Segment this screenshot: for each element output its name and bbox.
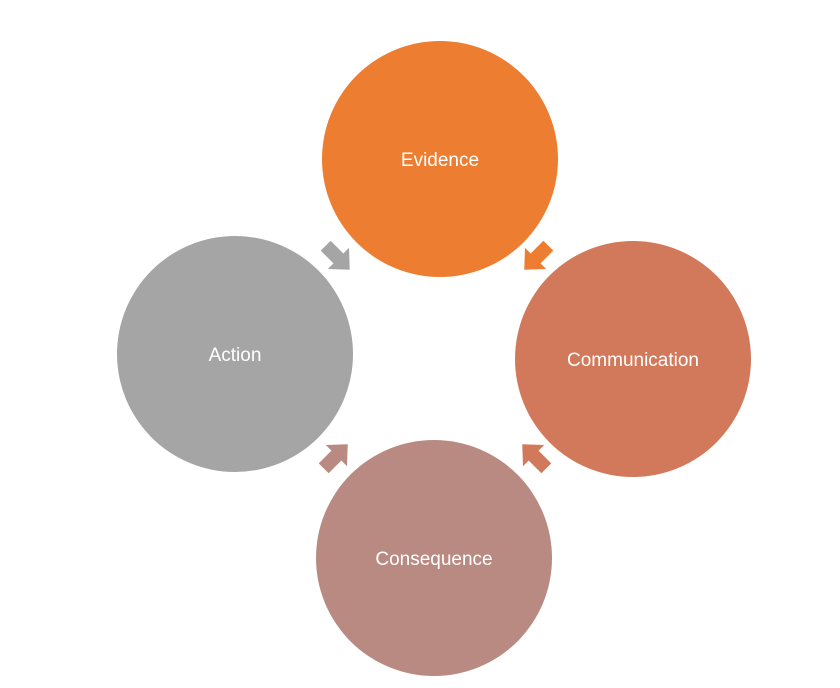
node-communication-label: Communication	[567, 350, 699, 371]
arrow-consequence-to-action	[318, 444, 348, 474]
node-consequence: Consequence	[316, 440, 552, 676]
arrow-action-to-evidence-shape	[320, 240, 350, 270]
arrow-action-to-evidence	[320, 240, 350, 270]
arrow-evidence-to-communication-shape	[524, 240, 554, 270]
node-consequence-circle	[316, 440, 552, 676]
node-action-circle	[117, 236, 353, 472]
node-action-label: Action	[209, 345, 262, 366]
node-action: Action	[117, 236, 353, 472]
arrow-communication-to-consequence-shape	[522, 444, 552, 474]
node-communication-circle	[515, 241, 751, 477]
node-evidence-circle	[322, 41, 558, 277]
node-evidence: Evidence	[322, 41, 558, 277]
node-consequence-label: Consequence	[375, 549, 492, 570]
node-evidence-label: Evidence	[401, 150, 479, 171]
arrow-consequence-to-action-shape	[318, 444, 348, 474]
arrow-communication-to-consequence	[522, 444, 552, 474]
arrow-evidence-to-communication	[524, 240, 554, 270]
node-communication: Communication	[515, 241, 751, 477]
